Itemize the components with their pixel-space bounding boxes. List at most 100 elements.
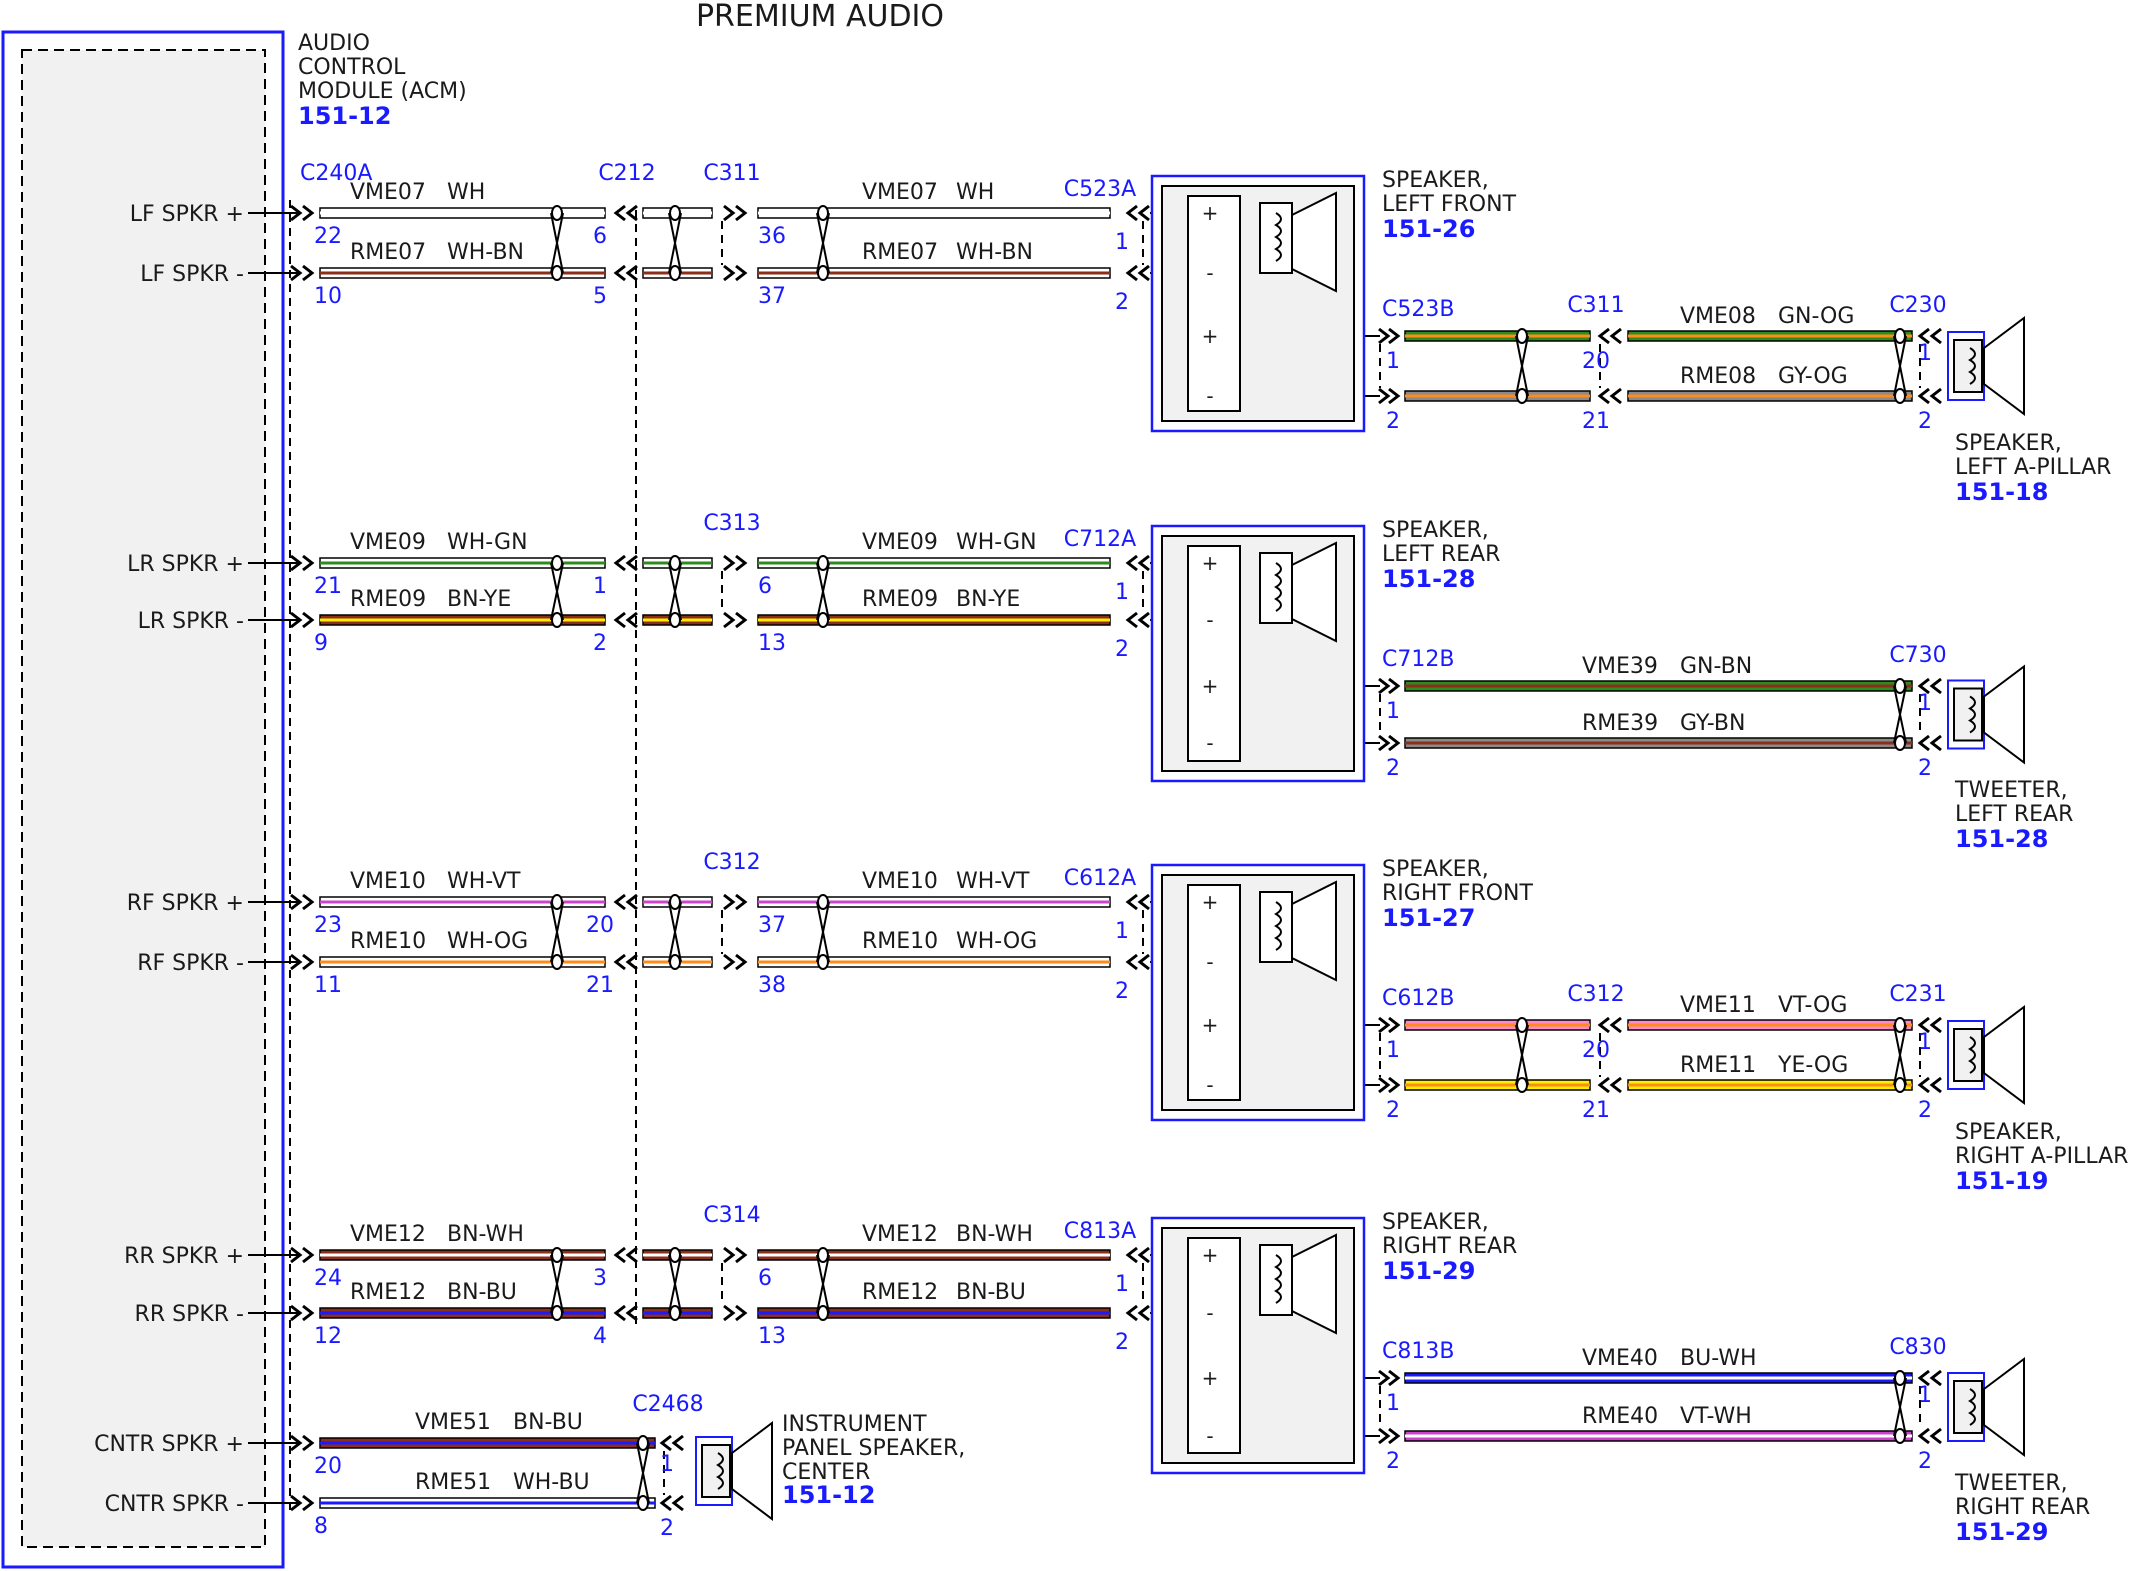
acm-pin-arrow-icon bbox=[290, 1494, 303, 1512]
wire-stripe bbox=[758, 900, 1110, 904]
woofer-cone-icon bbox=[1291, 880, 1337, 982]
tweeter-wire bbox=[1404, 1019, 1591, 1031]
twisted-pair-end-icon bbox=[817, 612, 829, 628]
twisted-pair-end-icon bbox=[551, 1247, 563, 1263]
twisted-pair-end-icon bbox=[1894, 678, 1906, 694]
speaker-ref: 151-28 bbox=[1382, 565, 1475, 593]
wire-circuit-label: VME11 bbox=[1680, 993, 1756, 1018]
acm-pin-number: 11 bbox=[314, 973, 342, 998]
second-connector-arrow-icon bbox=[735, 611, 748, 629]
speaker-cone-icon bbox=[731, 1421, 773, 1521]
terminal-sign: - bbox=[1206, 950, 1213, 974]
twisted-pair-line bbox=[668, 562, 682, 621]
tweeter-connector-pin-number: 1 bbox=[1386, 1391, 1400, 1416]
speaker-connector-arrow-icon bbox=[1137, 611, 1150, 629]
acm-pin-arrow-icon bbox=[290, 1246, 303, 1264]
second-connector-label: C312 bbox=[703, 850, 760, 875]
twisted-pair-line bbox=[816, 562, 830, 621]
acm-pin-arrow-icon bbox=[290, 1434, 303, 1452]
wire-circuit-label: RME07 bbox=[350, 240, 426, 265]
tweeter-connector-label: C813B bbox=[1382, 1339, 1454, 1364]
wire-color-label: BN-YE bbox=[447, 587, 511, 612]
speaker-connector-label: C523A bbox=[1064, 177, 1136, 202]
twisted-pair-end-icon bbox=[817, 555, 829, 571]
twisted-pair-line bbox=[816, 212, 830, 274]
tweeter-end-arrow-icon bbox=[1929, 1427, 1942, 1445]
tweeter-end-arrow-icon bbox=[1929, 387, 1942, 405]
page-title: PREMIUM AUDIO bbox=[696, 0, 944, 34]
wire-circuit-label: VME51 bbox=[415, 1410, 491, 1435]
wire-circuit-label: RME11 bbox=[1680, 1053, 1756, 1078]
tweeter-connector-arrow-icon bbox=[1378, 734, 1391, 752]
speaker-connector-arrow-icon bbox=[1125, 611, 1138, 629]
coil-icon bbox=[1968, 695, 1976, 734]
twisted-pair-end-icon bbox=[1894, 1428, 1906, 1444]
acm-pin-arrow-icon bbox=[302, 1246, 315, 1264]
second-connector-pin-number: 13 bbox=[758, 631, 786, 656]
terminal-sign: + bbox=[1202, 1243, 1219, 1267]
inline-connector-arrow-icon bbox=[613, 611, 626, 629]
tweeter-end-pin-number: 2 bbox=[1918, 409, 1932, 434]
acm-pin-number: 21 bbox=[314, 574, 342, 599]
acm-segment-wire bbox=[319, 207, 606, 219]
tweeter-wire bbox=[1404, 1430, 1913, 1442]
speaker-ref: 151-29 bbox=[1382, 1257, 1475, 1285]
acm-pin-number: 12 bbox=[314, 1324, 342, 1349]
terminal-sign: + bbox=[1202, 324, 1219, 348]
mid-connector-arrow-icon bbox=[1609, 387, 1622, 405]
second-connector-arrow-icon bbox=[723, 264, 736, 282]
wire-stripe bbox=[320, 1311, 605, 1315]
wire-circuit-label: VME08 bbox=[1680, 304, 1756, 329]
inline-connector-arrow-icon bbox=[613, 264, 626, 282]
center-pin-number: 1 bbox=[660, 1452, 674, 1477]
wire-stripe bbox=[1628, 334, 1912, 338]
twisted-pair-end-icon bbox=[669, 954, 681, 970]
tweeter-end-pin-number: 2 bbox=[1918, 756, 1932, 781]
second-connector-pin-number: 38 bbox=[758, 973, 786, 998]
tweeter-connector-arrow-icon bbox=[1378, 1369, 1391, 1387]
tweeter-end-pin-number: 1 bbox=[1918, 1030, 1932, 1055]
second-connector-arrow-icon bbox=[723, 893, 736, 911]
acm-pin-arrow-icon bbox=[302, 204, 315, 222]
inline-connector-arrow-icon bbox=[625, 893, 638, 911]
wire-stripe bbox=[320, 271, 605, 275]
speaker-connector-pin-number: 1 bbox=[1115, 919, 1129, 944]
wire-stripe bbox=[320, 618, 605, 622]
tweeter-connector-pin-number: 1 bbox=[1386, 699, 1400, 724]
wire-color-label: WH-BN bbox=[447, 240, 524, 265]
second-connector-pin-number: 37 bbox=[758, 284, 786, 309]
twisted-pair-line bbox=[816, 1254, 830, 1314]
acm-ref: 151-12 bbox=[298, 102, 391, 130]
wire-circuit-label: VME12 bbox=[350, 1222, 426, 1247]
tweeter-name-line: RIGHT A-PILLAR bbox=[1955, 1144, 2128, 1169]
wire-stripe bbox=[758, 561, 1110, 565]
speaker-connector-label: C712A bbox=[1064, 527, 1136, 552]
second-connector-arrow-icon bbox=[735, 893, 748, 911]
twisted-pair-end-icon bbox=[817, 1247, 829, 1263]
tweeter-end-arrow-icon bbox=[1917, 734, 1930, 752]
tweeter-wire bbox=[1404, 330, 1591, 342]
second-connector-arrow-icon bbox=[735, 264, 748, 282]
tweeter-name-line: LEFT REAR bbox=[1955, 802, 2073, 827]
coil-icon bbox=[1968, 1036, 1976, 1074]
twisted-pair-line bbox=[816, 901, 830, 963]
speaker-connector-pin-number: 2 bbox=[1115, 1330, 1129, 1355]
twisted-pair-end-icon bbox=[1516, 1077, 1528, 1093]
tweeter-end-label: C730 bbox=[1889, 643, 1946, 668]
wire-stripe bbox=[1405, 1023, 1590, 1027]
speaker-segment-wire bbox=[757, 956, 1111, 968]
center-connector-arrow-icon bbox=[659, 1494, 672, 1512]
tweeter-connector-arrow-icon bbox=[1388, 734, 1401, 752]
wire-stripe bbox=[758, 271, 1110, 275]
woofer-coil-icon bbox=[1274, 212, 1282, 262]
inline-connector-arrow-icon bbox=[625, 1246, 638, 1264]
wire-circuit-label: VME07 bbox=[862, 180, 938, 205]
second-connector-arrow-icon bbox=[735, 1304, 748, 1322]
wire-circuit-label: RME12 bbox=[350, 1280, 426, 1305]
mid-connector-pin-number: 21 bbox=[1582, 1098, 1610, 1123]
speaker-segment-wire bbox=[757, 557, 1111, 569]
second-connector-arrow-icon bbox=[723, 1246, 736, 1264]
tweeter-ref: 151-19 bbox=[1955, 1167, 2048, 1195]
tweeter-connector-pin-number: 1 bbox=[1386, 349, 1400, 374]
